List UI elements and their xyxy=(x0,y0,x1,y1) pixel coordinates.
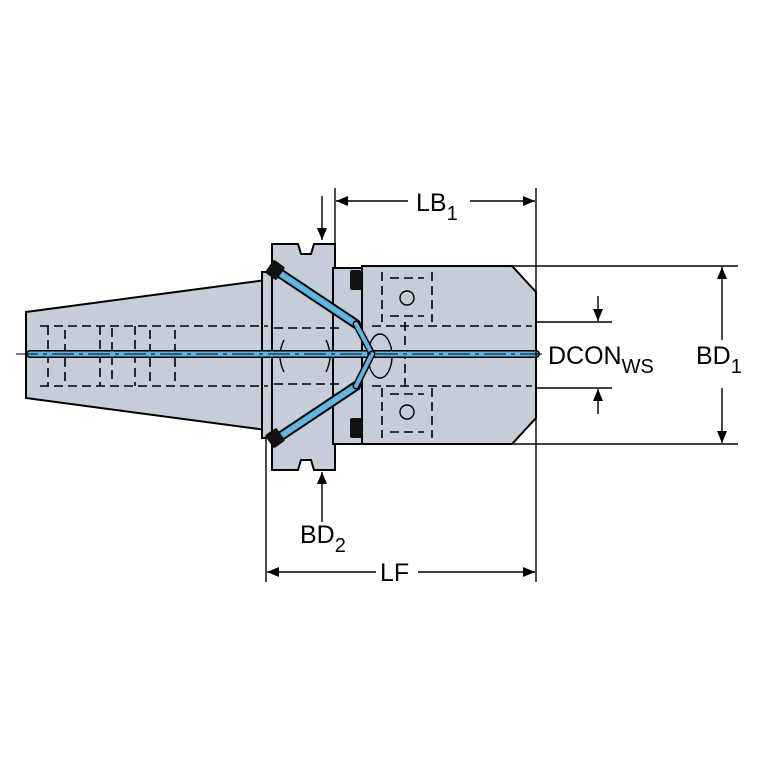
lb1-label: LB1 xyxy=(416,189,458,225)
bd1-label: BD1 xyxy=(696,342,742,378)
dimensions xyxy=(265,188,738,582)
plug-screws xyxy=(265,260,362,448)
lf-label: LF xyxy=(380,559,409,587)
bd2-label: BD2 xyxy=(300,521,346,557)
dcon-ws-label: DCONWS xyxy=(548,342,654,378)
